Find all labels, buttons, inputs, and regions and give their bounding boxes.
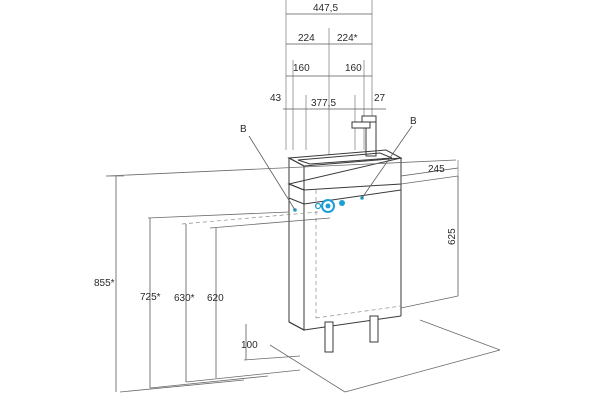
connection-drain-icon: [339, 200, 345, 206]
height-625-dimension: 625: [447, 176, 459, 296]
b-leaders: B B: [240, 116, 417, 211]
dim-43-label: 43: [270, 93, 282, 104]
dim-447-label: 447,5: [313, 3, 338, 14]
dim-630-label: 630*: [174, 293, 195, 304]
cabinet: [287, 149, 403, 353]
b-left-label: B: [240, 124, 247, 135]
b-right-label: B: [410, 116, 417, 127]
dim-27-label: 27: [374, 93, 386, 104]
dim-160-right-label: 160: [345, 63, 362, 74]
wall-floor-lines: [105, 159, 501, 393]
left-vertical-dimensions: 855* 725* 630* 620 100: [94, 175, 258, 392]
dim-245-label: 245: [428, 164, 445, 175]
connection-valve-icon: [321, 199, 335, 213]
dim-100-label: 100: [241, 340, 258, 351]
faucet: [351, 115, 377, 157]
dim-855-label: 855*: [94, 278, 115, 289]
dim-224-right-label: 224*: [337, 33, 358, 44]
dim-224-left-label: 224: [298, 33, 315, 44]
dim-377-label: 377,5: [311, 98, 336, 109]
leg-front: [324, 321, 334, 353]
dim-625-label: 625: [447, 228, 458, 245]
cabinet-door: [288, 197, 305, 331]
dim-725-label: 725*: [140, 292, 161, 303]
dim-160-left-label: 160: [293, 63, 310, 74]
top-dimensions: 447,5 224 224* 160 160 43 377,5 27: [270, 0, 386, 155]
connection-points: [293, 196, 364, 213]
dim-620-label: 620: [207, 293, 224, 304]
leg-back: [369, 315, 379, 343]
